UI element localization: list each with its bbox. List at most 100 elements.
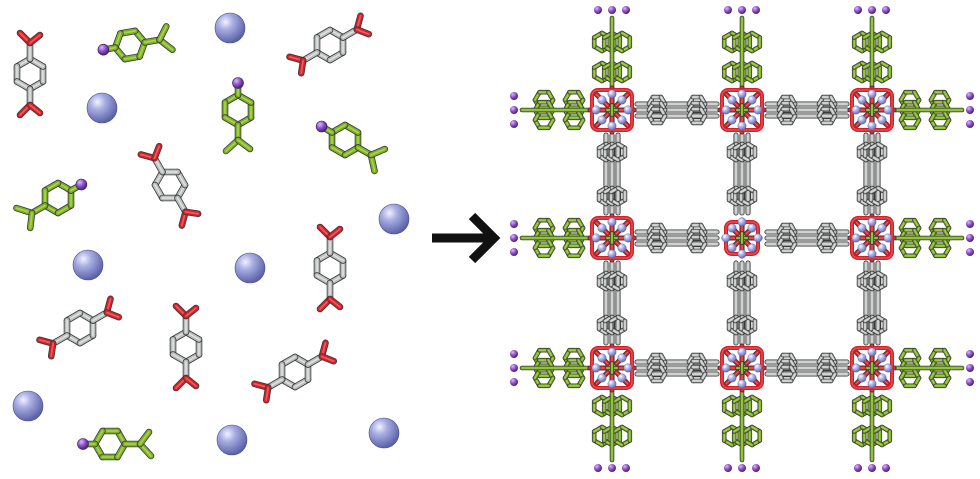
arrow-right-icon <box>432 212 501 264</box>
secondary-building-unit <box>587 85 637 135</box>
secondary-building-unit <box>847 343 897 393</box>
metal-ion <box>737 121 747 131</box>
metal-ion <box>753 363 763 373</box>
metal-ion <box>607 379 617 389</box>
iodine-atom <box>232 77 244 89</box>
iodine-atom <box>738 6 746 14</box>
modulator-stack <box>851 6 893 93</box>
metal-ion <box>877 373 887 383</box>
metal-ion <box>857 95 867 105</box>
metal-ion <box>877 115 887 125</box>
metal-ion <box>877 243 887 253</box>
bdc-linker <box>313 223 347 313</box>
metal-ion <box>857 353 867 363</box>
secondary-building-unit <box>847 213 897 263</box>
iodine-atom <box>882 464 890 472</box>
metal-ion <box>727 243 737 253</box>
iodine-atom <box>966 92 974 100</box>
iodine-atom <box>594 6 602 14</box>
iodine-atom <box>868 464 876 472</box>
metal-ion <box>617 115 627 125</box>
framework-linker <box>738 260 758 346</box>
iodine-atom <box>966 120 974 128</box>
iodine-atom <box>510 120 518 128</box>
metal-ion <box>867 249 877 259</box>
iodine-atom <box>854 6 862 14</box>
secondary-building-unit <box>717 343 767 393</box>
metal-ion <box>727 95 737 105</box>
metal-ion <box>851 363 861 373</box>
iodine-atom <box>868 6 876 14</box>
framework-linker <box>764 234 850 254</box>
metal-ion <box>597 115 607 125</box>
metal-ion <box>727 353 737 363</box>
arrow-head <box>468 212 501 264</box>
metal-ion <box>737 379 747 389</box>
framework-linker <box>868 132 888 216</box>
modulator-stack <box>721 385 763 472</box>
metal-ion <box>607 217 617 227</box>
metal-ion <box>597 95 607 105</box>
bdc-linker <box>36 295 123 360</box>
iodine-atom <box>882 6 890 14</box>
metal-ion <box>857 373 867 383</box>
modulator-stack <box>889 89 974 131</box>
metal-ion <box>883 233 893 243</box>
metal-ion <box>883 363 893 373</box>
bdc-linker <box>137 142 202 229</box>
metal-ion <box>623 105 633 115</box>
metal-ion-sphere <box>86 92 118 124</box>
metal-ion <box>607 89 617 99</box>
metal-ion <box>727 115 737 125</box>
modulator-molecule <box>97 23 176 63</box>
iodine-atom <box>510 92 518 100</box>
iodine-atom <box>966 364 974 372</box>
metal-ion <box>727 223 737 233</box>
iodine-atom <box>315 120 328 133</box>
metal-ion <box>851 105 861 115</box>
metal-ion <box>607 347 617 357</box>
framework-linker <box>608 132 628 216</box>
framework-linker <box>608 260 628 346</box>
metal-ion-sphere <box>378 203 410 235</box>
iodine-atom <box>75 178 88 191</box>
modulator-stack <box>591 6 633 93</box>
modulator-molecule <box>221 77 255 155</box>
metal-ion <box>867 121 877 131</box>
metal-ion <box>737 89 747 99</box>
secondary-building-unit <box>587 343 637 393</box>
metal-ion <box>867 217 877 227</box>
iodine-atom <box>97 43 110 56</box>
metal-ion-sphere <box>234 252 266 284</box>
metal-ion <box>737 347 747 357</box>
modulator-molecule <box>77 427 155 461</box>
metal-ion <box>617 223 627 233</box>
iodine-atom <box>966 378 974 386</box>
metal-ion <box>877 353 887 363</box>
iodine-atom <box>854 464 862 472</box>
iodine-atom <box>966 234 974 242</box>
iodine-atom <box>510 350 518 358</box>
modulator-stack <box>510 217 595 259</box>
iodine-atom <box>966 106 974 114</box>
iodine-atom <box>752 464 760 472</box>
metal-ion <box>607 249 617 259</box>
metal-ion <box>857 243 867 253</box>
metal-ion-sphere <box>216 424 248 456</box>
framework-panel <box>510 6 974 472</box>
metal-ion <box>753 233 763 243</box>
iodine-atom <box>966 248 974 256</box>
iodine-atom <box>966 220 974 228</box>
iodine-atom <box>622 6 630 14</box>
framework-linker <box>634 234 720 254</box>
metal-ion <box>721 233 731 243</box>
iodine-atom <box>510 234 518 242</box>
modulator-stack <box>721 6 763 93</box>
metal-ion <box>607 121 617 131</box>
metal-ion <box>617 243 627 253</box>
metal-ion <box>591 363 601 373</box>
modulator-stack <box>889 217 974 259</box>
framework-linker <box>764 364 850 384</box>
secondary-building-unit <box>721 217 763 259</box>
